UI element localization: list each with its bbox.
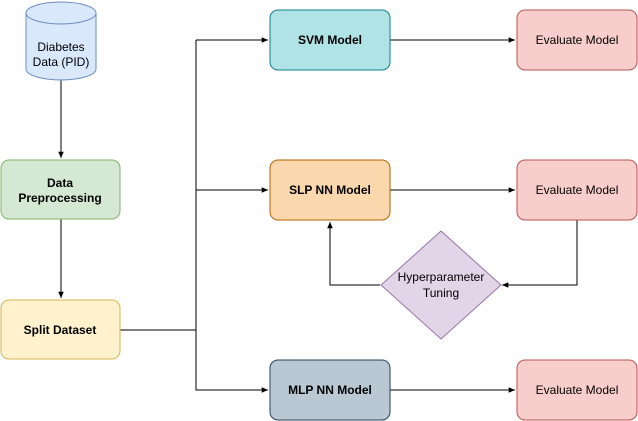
- evaluate-mlp-label: Evaluate Model: [536, 383, 619, 397]
- edge-evaluate-to-hyperparameter: [502, 220, 578, 288]
- evaluate-mlp-box: [516, 359, 638, 421]
- mlp-model-label: MLP NN Model: [288, 383, 372, 397]
- svm-model-label: SVM Model: [298, 33, 362, 47]
- diabetes-data-label-line1: Diabetes: [37, 40, 84, 54]
- edge-split-to-branch: [120, 40, 197, 331]
- hyperparameter-diamond: [380, 230, 502, 340]
- split-dataset-label: Split Dataset: [24, 323, 97, 337]
- svm-model-box: [269, 9, 391, 71]
- svm-model-node: SVM Model: [269, 9, 391, 71]
- preprocessing-box: [0, 159, 121, 220]
- preprocessing-label-line2: Preprocessing: [18, 191, 101, 205]
- split-dataset-node: Split Dataset: [0, 299, 121, 360]
- evaluate-slp-node: Evaluate Model: [516, 159, 638, 221]
- split-dataset-box: [0, 299, 121, 360]
- slp-model-box: [269, 159, 391, 221]
- hyperparameter-label-line1: Hyperparameter: [398, 270, 485, 284]
- mlp-model-node: MLP NN Model: [269, 359, 391, 421]
- preprocessing-label-line1: Data: [47, 176, 73, 190]
- diabetes-data-label-line2: Data (PID): [33, 55, 90, 69]
- mlp-model-box: [269, 359, 391, 421]
- diabetes-data-cylinder: Diabetes Data (PID): [25, 1, 97, 81]
- cylinder-body: [25, 13, 97, 81]
- evaluate-slp-box: [516, 159, 638, 221]
- evaluate-svm-box: [516, 9, 638, 71]
- cylinder-top: [25, 1, 97, 25]
- evaluate-slp-label: Evaluate Model: [536, 183, 619, 197]
- preprocessing-node: Data Preprocessing: [0, 159, 121, 220]
- slp-model-node: SLP NN Model: [269, 159, 391, 221]
- evaluate-mlp-node: Evaluate Model: [516, 359, 638, 421]
- edge-branch-to-mlp: [195, 330, 268, 393]
- hyperparameter-tuning-node: Hyperparameter Tuning: [380, 230, 502, 340]
- evaluate-svm-node: Evaluate Model: [516, 9, 638, 71]
- evaluate-svm-label: Evaluate Model: [536, 33, 619, 47]
- hyperparameter-label-line2: Tuning: [423, 286, 459, 300]
- edge-hyperparameter-to-slp: [327, 222, 380, 286]
- slp-model-label: SLP NN Model: [289, 183, 371, 197]
